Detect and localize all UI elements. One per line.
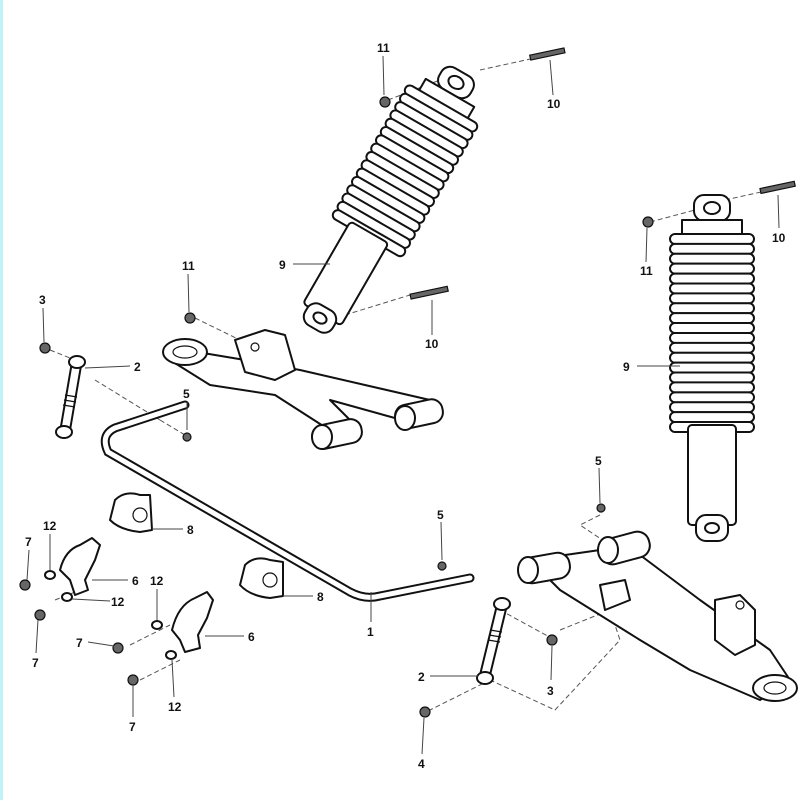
spring-coil	[669, 262, 755, 275]
spring-coil	[669, 312, 755, 325]
spring-coil	[669, 411, 755, 424]
callout-3: 3	[547, 684, 554, 698]
window-edge	[0, 0, 3, 800]
callout-1: 1	[367, 625, 374, 639]
spring-coil	[669, 322, 755, 335]
callout-9: 9	[623, 360, 630, 374]
sway-bar	[100, 400, 475, 602]
callout-12: 12	[111, 595, 125, 609]
spring-coil	[669, 351, 755, 364]
spring-coil	[669, 371, 755, 384]
callout-10: 10	[772, 231, 786, 245]
callout-9: 9	[279, 258, 286, 272]
shock-absorber-right	[669, 194, 755, 542]
callout-10: 10	[547, 97, 561, 111]
callout-8: 8	[317, 590, 324, 604]
bracket-upper	[59, 537, 101, 596]
end-link-left	[55, 355, 86, 439]
callout-11: 11	[377, 41, 390, 55]
callout-7: 7	[129, 720, 136, 734]
callout-7: 7	[25, 535, 32, 549]
callouts: 11 10 11 9 10 3 2 5 10 11 9 5 5 12 7 8 6…	[25, 41, 786, 771]
callout-12: 12	[168, 700, 182, 714]
spring-coil	[669, 391, 755, 404]
callout-6: 6	[132, 574, 139, 588]
callout-2: 2	[134, 360, 141, 374]
callout-7: 7	[76, 636, 83, 650]
spring-coil	[669, 302, 755, 315]
fasteners	[19, 47, 796, 718]
spring-coil	[669, 282, 755, 295]
callout-5: 5	[437, 508, 444, 522]
bushing-lower	[239, 557, 284, 599]
callout-5: 5	[183, 387, 190, 401]
callout-2: 2	[418, 670, 425, 684]
end-link-right	[476, 597, 511, 685]
spring-coil	[669, 272, 755, 285]
a-arm-right	[517, 530, 798, 702]
callout-5: 5	[595, 454, 602, 468]
callout-7: 7	[32, 656, 39, 670]
shock-absorber-left	[302, 65, 479, 334]
spring-coil	[669, 361, 755, 374]
callout-11: 11	[182, 259, 195, 273]
spring-coil	[669, 331, 755, 344]
callout-10: 10	[425, 337, 439, 351]
spring-coil	[669, 381, 755, 394]
spring-coil	[669, 341, 755, 354]
spring-coil	[669, 401, 755, 414]
callout-6: 6	[248, 630, 255, 644]
callout-4: 4	[418, 757, 425, 771]
spring-coil	[669, 242, 755, 255]
spring-coil	[669, 252, 755, 265]
spring-coil	[669, 233, 755, 245]
spring-coil	[669, 292, 755, 305]
bracket-lower	[171, 591, 214, 653]
callout-12: 12	[150, 574, 164, 588]
callout-3: 3	[39, 293, 46, 307]
callout-8: 8	[187, 523, 194, 537]
callout-12: 12	[43, 519, 57, 533]
bushing-upper	[109, 492, 153, 533]
leader-lines	[26, 55, 780, 755]
a-arm-left	[162, 329, 444, 450]
callout-11: 11	[640, 264, 653, 278]
